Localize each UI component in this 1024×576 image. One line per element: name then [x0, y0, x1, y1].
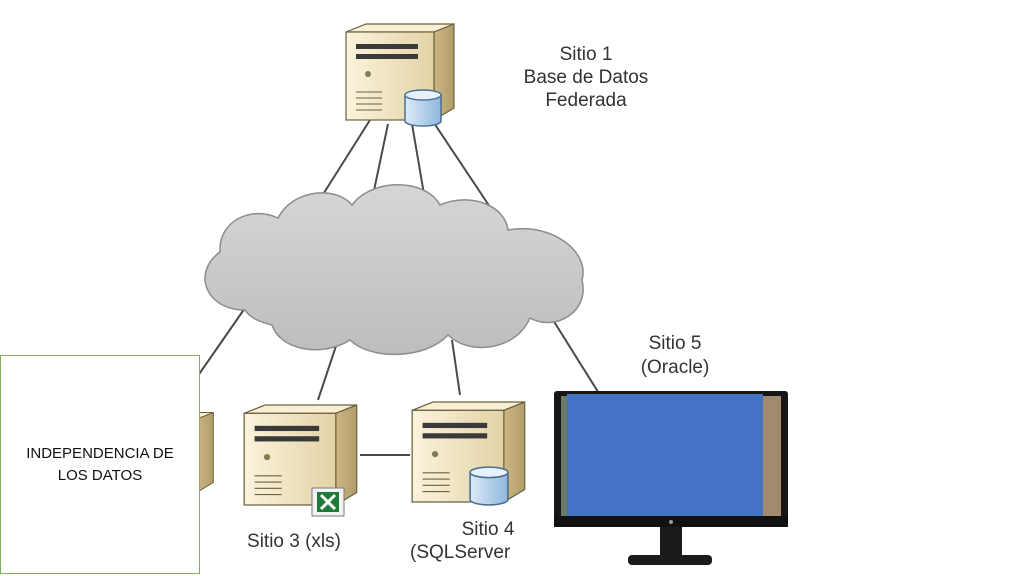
site1-server	[345, 23, 455, 127]
site5-sublabel: (Oracle)	[641, 357, 710, 378]
link-cloud-site2	[194, 307, 246, 381]
link-cloud-site4	[451, 339, 461, 396]
site3-label: Sitio 3 (xls)	[247, 531, 341, 552]
network-cloud-icon	[204, 184, 584, 356]
site4-label: Sitio 4	[462, 519, 515, 540]
site4-server	[411, 401, 526, 506]
link-cloud-site3	[317, 339, 339, 401]
link-site1-cloud-2	[371, 123, 389, 201]
link-site1-cloud-4	[431, 119, 493, 211]
link-cloud-site5	[547, 311, 601, 396]
database-cylinder-icon	[469, 466, 509, 506]
site5-label: Sitio 5	[649, 333, 702, 354]
site1-subtitle-2: Federada	[545, 90, 627, 111]
site1-title: Sitio 1	[560, 44, 613, 65]
monitor-icon	[554, 391, 788, 565]
database-cylinder-icon	[404, 89, 442, 127]
monitor-screen	[567, 394, 763, 524]
link-site1-cloud-3	[411, 123, 426, 201]
site1-subtitle: Base de Datos	[524, 67, 649, 88]
site3-server	[243, 404, 358, 517]
independence-label: INDEPENDENCIA DE LOS DATOS	[26, 444, 174, 484]
excel-icon	[311, 487, 345, 517]
site4-sublabel: (SQLServer	[410, 542, 511, 563]
independence-text-box: INDEPENDENCIA DE LOS DATOS	[0, 355, 200, 574]
